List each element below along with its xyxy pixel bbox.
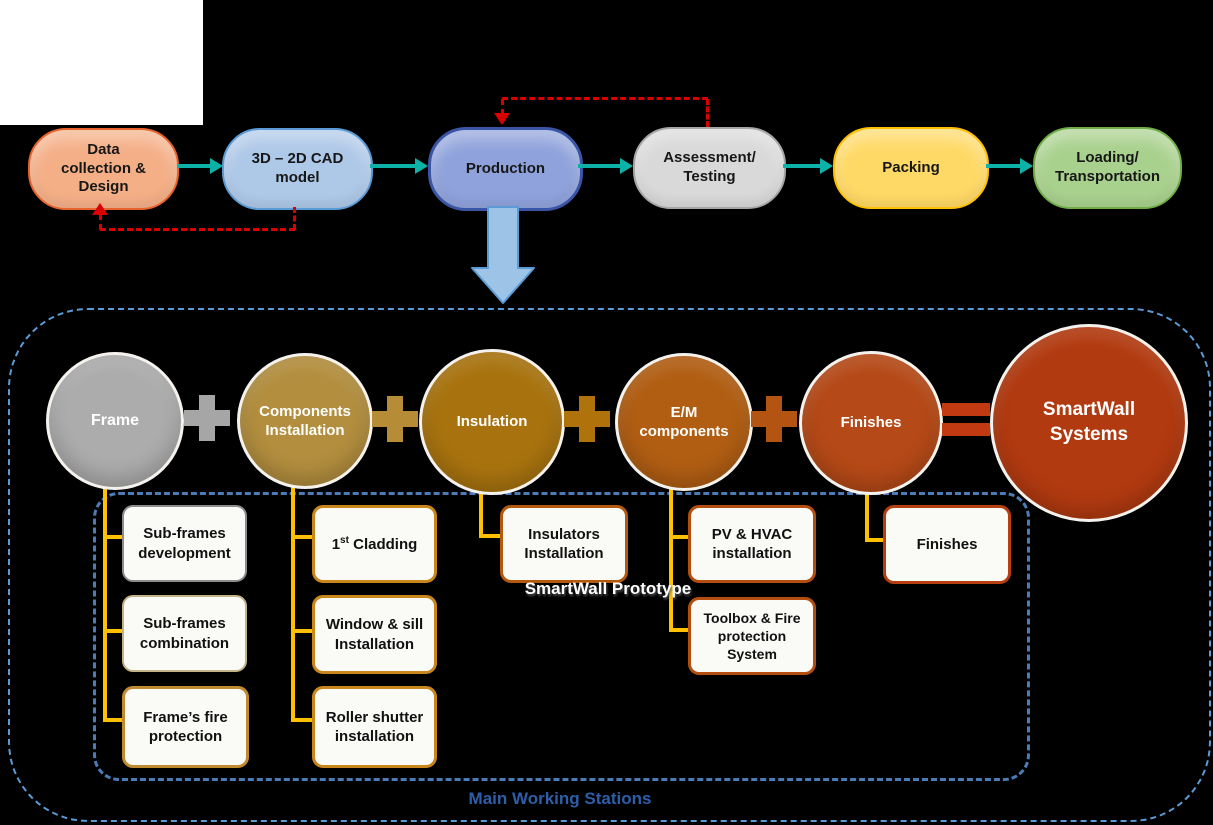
box-label: PV & HVAC installation [711,525,793,563]
feedback-arrowhead-down-icon [494,113,510,125]
connector-finishes [865,538,885,542]
circle-label: Finishes [840,414,902,432]
stage-label: Packing [882,158,940,176]
stage-label: 3D – 2D CAD model [251,150,344,186]
flow-arrow-icon [415,158,428,174]
feedback-arrow-testing-to-production [502,97,708,100]
connector-em [669,481,673,632]
flow-arrow-line [986,164,1022,168]
flow-arrow-icon [1020,158,1033,174]
box-label: Toolbox & Fire protection System [703,609,801,663]
stage-production: Production [428,127,583,211]
box-roller-shutter-installation: Roller shutter installation [312,686,437,768]
connector-frame [103,535,124,539]
connector-components [291,535,314,539]
plus-icon [184,395,230,441]
connector-components [291,479,295,722]
flow-arrow-line [370,164,416,168]
circle-frame: Frame [46,352,184,490]
connector-frame [103,718,124,722]
connector-components [291,718,314,722]
feedback-arrowhead-up-icon [92,203,108,215]
stage-label: Loading/ Transportation [1054,149,1160,185]
box-label: Window & sill Installation [325,616,424,653]
box-label: Sub-frames development [138,525,231,562]
box-label: Roller shutter installation [325,708,424,746]
box-toolbox-fire-protection: Toolbox & Fire protection System [688,597,816,675]
circle-label: Components Installation [259,402,351,440]
box-label: Finishes [916,535,978,553]
box-label: 1st Cladding [331,534,418,553]
circle-finishes: Finishes [799,351,943,495]
stage-label: Data collection & Design [60,140,146,196]
feedback-arrow-cad-to-design [99,214,102,230]
box-sub-frames-combination: Sub-frames combination [122,595,247,672]
circle-smartwall-systems: SmartWall Systems [990,324,1188,522]
plus-icon [372,396,418,442]
connector-components [291,629,314,633]
connector-frame [103,629,124,633]
equals-icon [942,403,990,436]
main-working-stations-container [93,492,1030,781]
connector-insulation [479,485,483,538]
circle-components-installation: Components Installation [237,353,373,489]
flow-arrow-icon [820,158,833,174]
connector-em [669,628,690,632]
feedback-arrow-testing-to-production [501,99,504,115]
box-first-cladding: 1st Cladding [312,505,437,583]
flow-arrow-icon [620,158,633,174]
flow-arrow-line [177,164,212,168]
box-label: Insulators Installation [524,525,604,563]
circle-label: SmartWall Systems [1042,399,1136,445]
flow-arrow-icon [210,158,223,174]
plus-icon [564,396,610,442]
stage-loading-transportation: Loading/ Transportation [1033,127,1182,209]
box-label: Frame’s fire protection [143,708,228,746]
stage-data-collection-design: Data collection & Design [28,128,179,210]
white-background-rectangle [0,0,203,125]
flow-arrow-line [578,164,622,168]
feedback-arrow-cad-to-design [100,228,295,231]
box-window-sill-installation: Window & sill Installation [312,595,437,674]
stage-label: Assessment/ Testing [663,149,756,185]
feedback-arrow-testing-to-production [706,99,709,127]
main-working-stations-label: Main Working Stations [468,789,652,808]
connector-insulation [479,534,502,538]
smartwall-prototype-label: SmartWall Prototype [524,579,692,598]
box-sub-frames-development: Sub-frames development [122,505,247,582]
connector-frame [103,480,107,722]
feedback-arrow-cad-to-design [293,207,296,230]
stage-assessment-testing: Assessment/ Testing [633,127,786,209]
stage-3d-2d-cad-model: 3D – 2D CAD model [222,128,373,210]
box-finishes: Finishes [883,505,1011,584]
stage-packing: Packing [833,127,989,209]
down-arrow-icon [471,206,535,304]
circle-label: E/M components [639,403,729,441]
circle-em-components: E/M components [615,353,753,491]
connector-finishes [865,485,869,542]
box-label: Sub-frames combination [139,615,230,652]
box-frames-fire-protection: Frame’s fire protection [122,686,249,768]
circle-label: Insulation [456,413,528,431]
plus-icon [751,396,797,442]
box-pv-hvac-installation: PV & HVAC installation [688,505,816,583]
circle-label: Frame [90,411,140,429]
circle-insulation: Insulation [419,349,565,495]
flow-arrow-line [783,164,822,168]
connector-em [669,535,690,539]
stage-label: Production [465,159,546,177]
box-insulators-installation: Insulators Installation [500,505,628,583]
outer-dashed-container [8,308,1211,822]
